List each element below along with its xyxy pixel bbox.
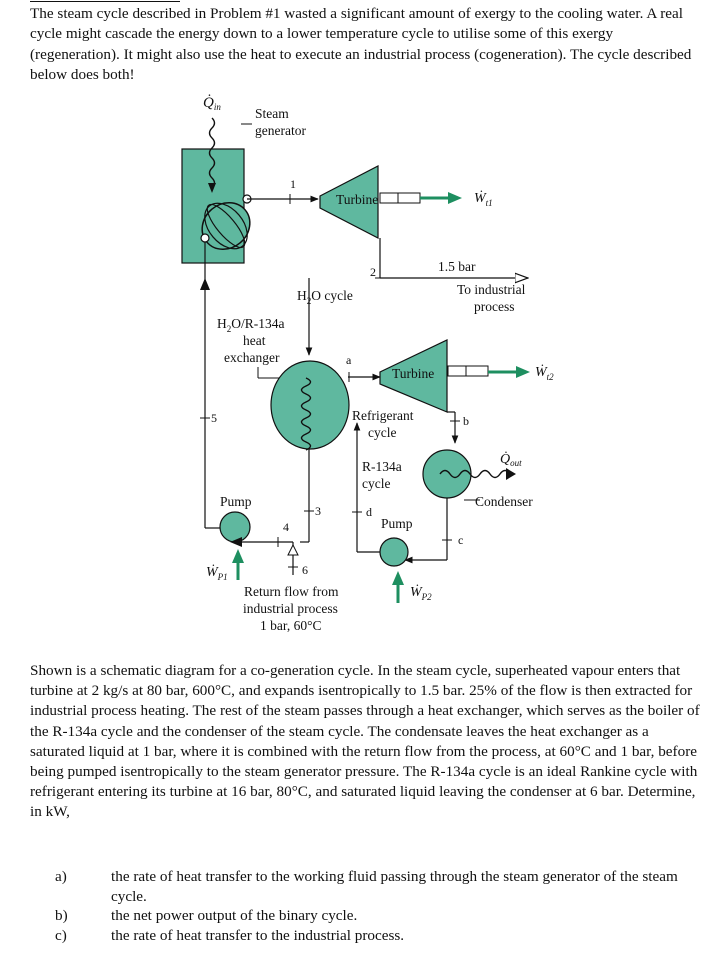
turbine-1-label: Turbine xyxy=(336,192,378,207)
pump-1-label: Pump xyxy=(220,494,252,509)
state-a-label: a xyxy=(346,353,352,367)
steam-generator-label: Steam generator xyxy=(255,106,306,138)
question-list: a) the rate of heat transfer to the work… xyxy=(55,867,705,945)
pump-1 xyxy=(219,511,251,543)
cogeneration-schematic: Q̇in Steam generator 1 Turbine Ẇt1 2 1.5… xyxy=(181,95,554,633)
state-1-label: 1 xyxy=(290,177,296,191)
heat-exchanger-label: H2O/R-134a heat exchanger xyxy=(217,316,288,365)
pump-2-label: Pump xyxy=(381,516,413,531)
w-t2-power-arrow xyxy=(488,366,530,378)
state-5-label: 5 xyxy=(211,411,217,425)
question-letter: b) xyxy=(55,907,68,924)
state-6-label: 6 xyxy=(302,563,308,577)
refrigerant-cycle-label: Refrigerant cycle xyxy=(352,408,417,440)
intro-text: The steam cycle described in Problem #1 … xyxy=(30,5,692,84)
q-out-label: Q̇out xyxy=(500,451,522,468)
q-in-heat-arrow xyxy=(208,117,216,193)
state-2-label: 2 xyxy=(370,265,376,279)
question-text: the rate of heat transfer to the working… xyxy=(111,868,678,905)
state-c-label: c xyxy=(458,533,463,547)
w-p2-power-arrow xyxy=(392,571,404,603)
q-in-label: Q̇in xyxy=(203,95,221,112)
turbine-2-label: Turbine xyxy=(392,366,434,381)
w-t1-label: Ẇt1 xyxy=(474,189,493,208)
w-t2-label: Ẇt2 xyxy=(535,363,554,382)
condenser xyxy=(422,449,516,499)
steam-generator xyxy=(181,148,252,264)
state-d-label: d xyxy=(366,505,372,519)
top-rule xyxy=(30,1,180,2)
question-item-c: c) the rate of heat transfer to the indu… xyxy=(55,926,705,946)
steam-turbine xyxy=(319,165,421,239)
heat-exchanger xyxy=(270,360,350,451)
w-p1-power-arrow xyxy=(232,549,244,580)
question-item-a: a) the rate of heat transfer to the work… xyxy=(55,867,705,906)
state-4-label: 4 xyxy=(283,520,289,534)
pressure-label: 1.5 bar xyxy=(438,259,476,274)
question-text: the rate of heat transfer to the industr… xyxy=(111,926,405,944)
w-p2-label: ẆP2 xyxy=(410,583,432,602)
to-industrial-label: To industrial process xyxy=(457,282,529,314)
return-flow-label: Return flow from industrial process 1 ba… xyxy=(243,584,342,633)
h2o-cycle-label: H2O cycle xyxy=(297,288,353,306)
question-text: the net power output of the binary cycle… xyxy=(111,907,358,924)
problem-statement: Shown is a schematic diagram for a co-ge… xyxy=(30,661,705,823)
state-3-label: 3 xyxy=(315,504,321,518)
condenser-label: Condenser xyxy=(475,494,533,509)
question-item-b: b) the net power output of the binary cy… xyxy=(55,906,705,926)
question-letter: a) xyxy=(55,868,67,885)
question-letter: c) xyxy=(55,926,67,944)
intro-paragraph: The steam cycle described in Problem #1 … xyxy=(30,1,700,86)
pump-2 xyxy=(379,537,409,567)
state-b-label: b xyxy=(463,414,469,428)
r134a-cycle-label: R-134a cycle xyxy=(362,459,405,491)
w-t1-power-arrow xyxy=(420,192,462,204)
problem-text: Shown is a schematic diagram for a co-ge… xyxy=(30,662,700,821)
w-p1-label: ẆP1 xyxy=(206,563,228,582)
